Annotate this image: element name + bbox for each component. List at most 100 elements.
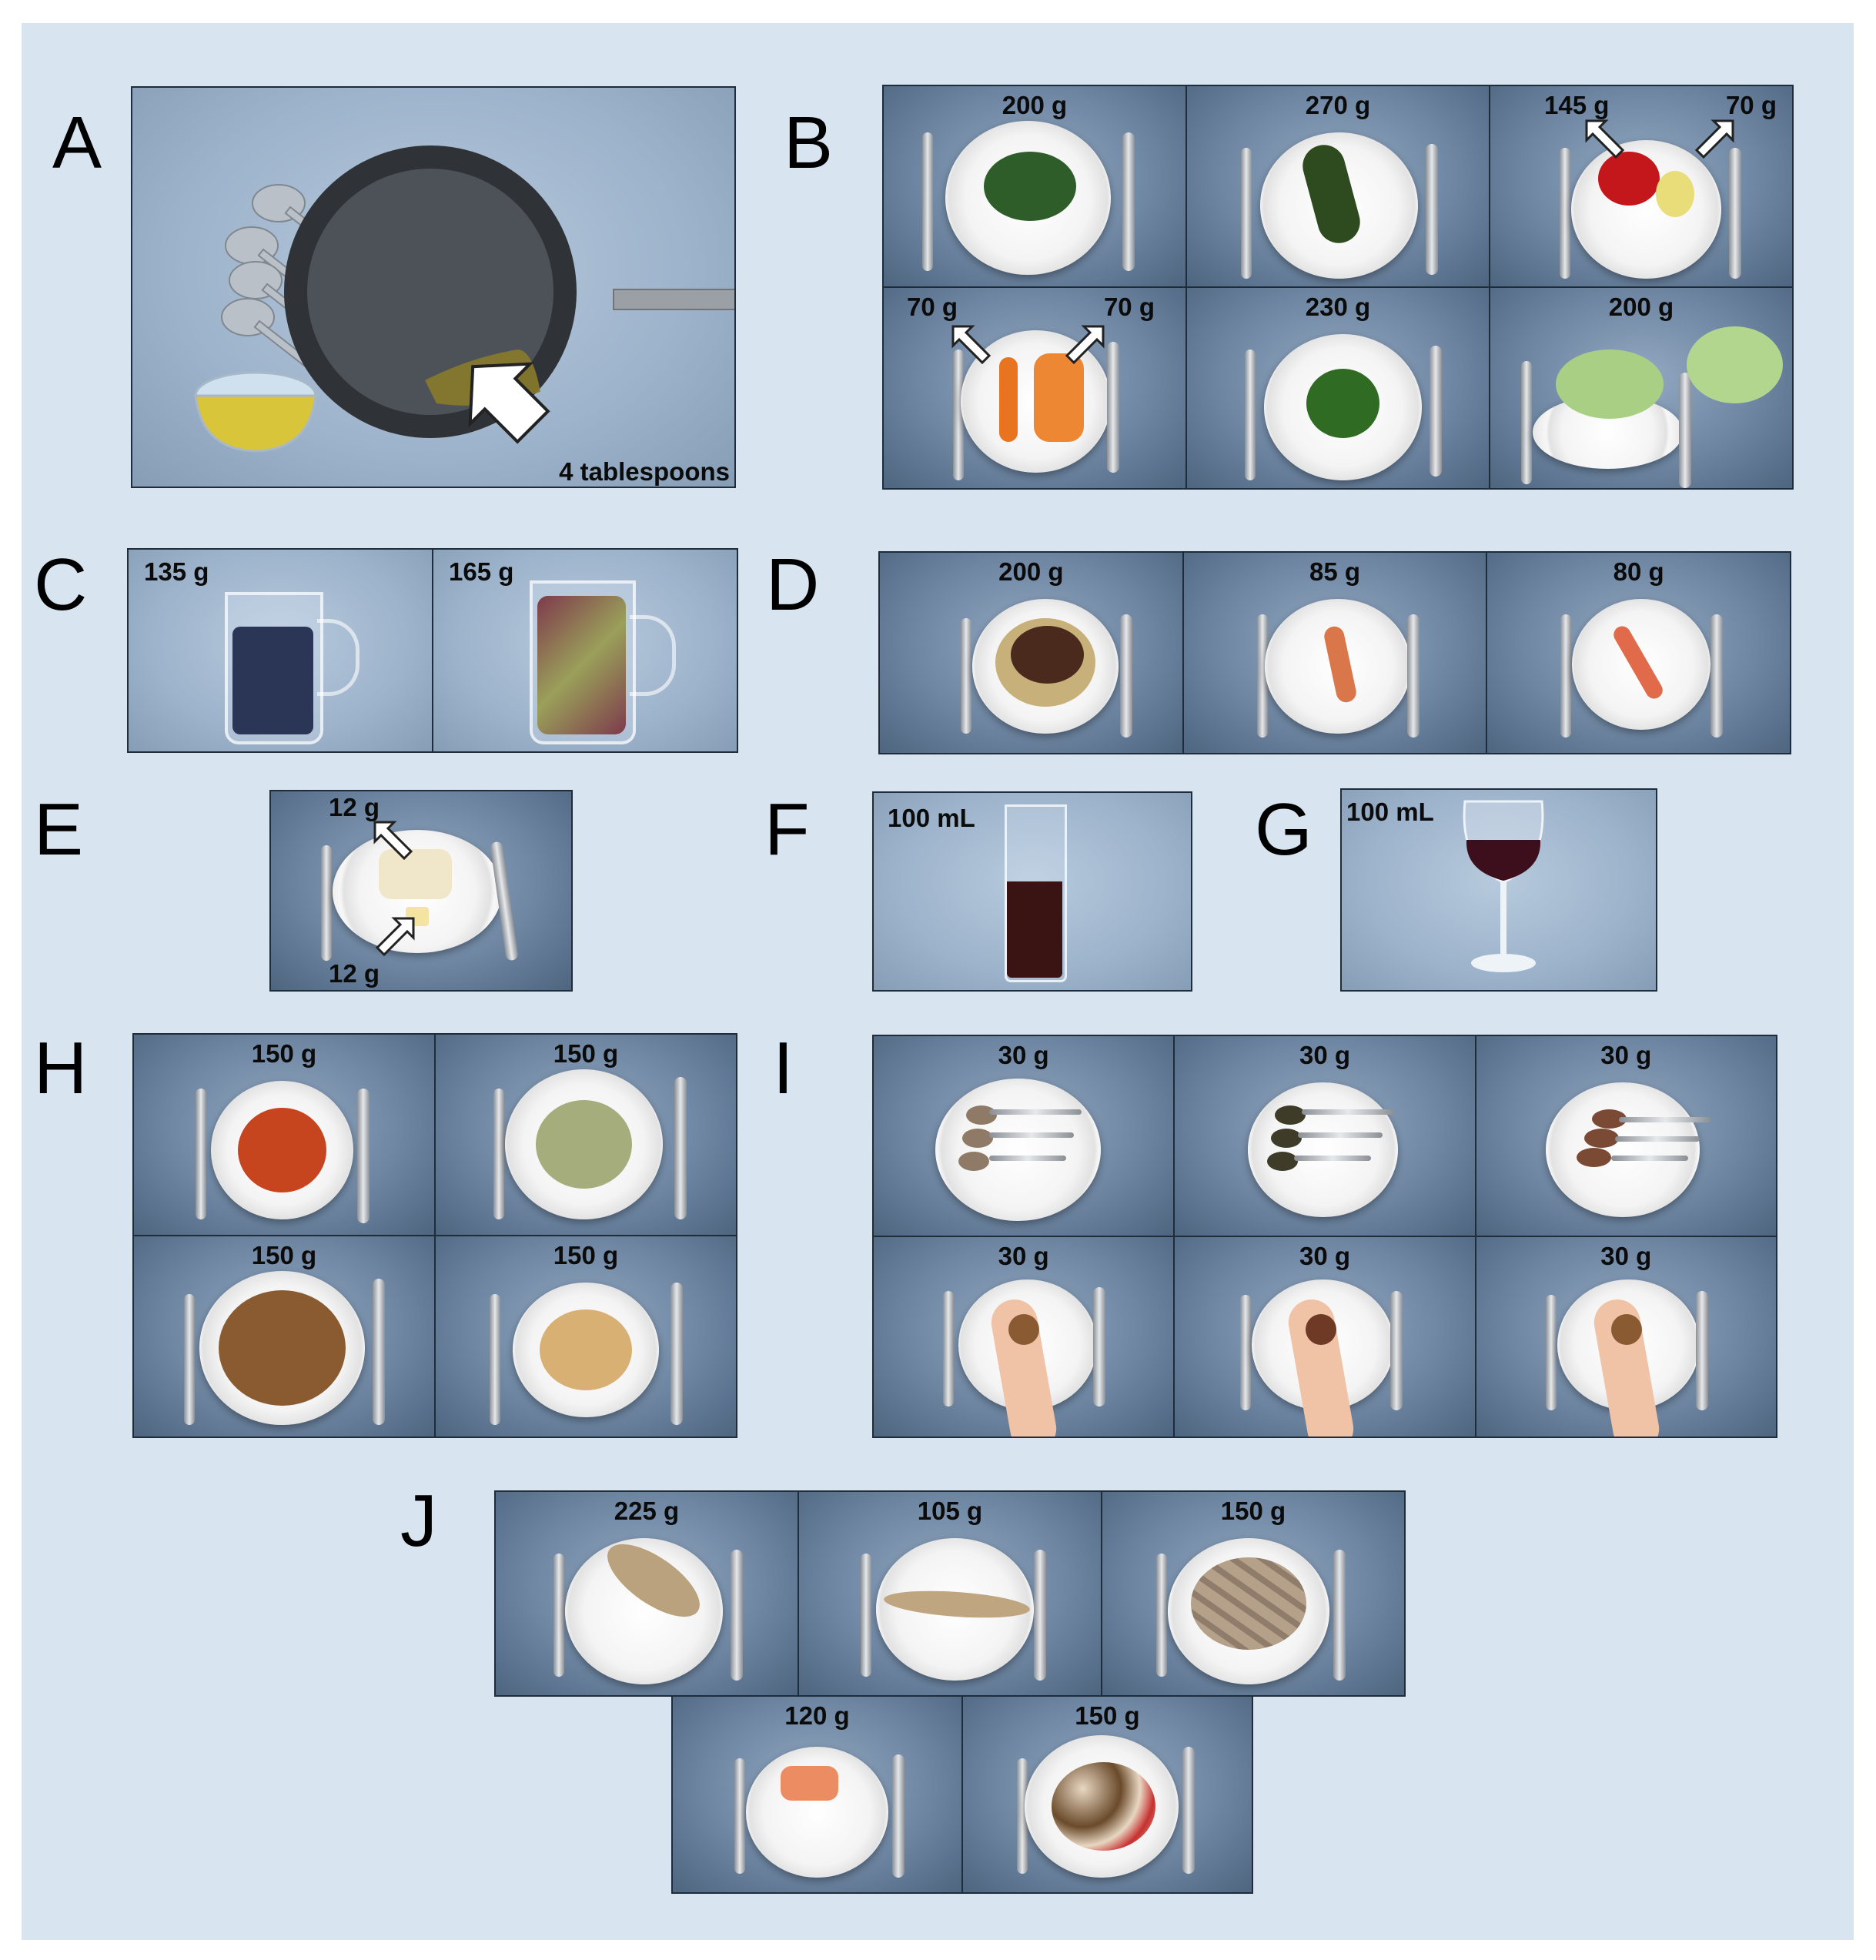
plate (1248, 1082, 1399, 1217)
panel-d-cell-3-label: 80 g (1613, 557, 1664, 586)
spoon-handle (1618, 1117, 1711, 1122)
mug-handle (630, 615, 676, 696)
knife-icon (1120, 614, 1132, 738)
broccoli-food (1306, 369, 1379, 438)
panel-a-photo: 4 tablespoons (131, 86, 736, 488)
panel-j-top-grid: 225 g 105 g 150 g (494, 1490, 1406, 1697)
seeds-food (962, 1129, 993, 1148)
knife-icon (892, 1754, 905, 1878)
spoon-handle (1614, 1136, 1700, 1142)
seeds-food (958, 1152, 989, 1171)
knife-icon (1122, 132, 1135, 271)
panel-letter-i: I (773, 1027, 794, 1109)
panel-h-cell-4-label: 150 g (553, 1241, 619, 1269)
red-pepper-food (1598, 152, 1660, 206)
meat-food (1011, 626, 1084, 684)
spinach-food (984, 152, 1076, 221)
plate (1545, 1082, 1700, 1217)
spoon-handle (989, 1156, 1066, 1161)
knife-icon (1333, 1550, 1346, 1681)
fork-icon (1240, 1295, 1252, 1410)
panel-h-cell-1-label: 150 g (251, 1039, 317, 1068)
panel-g-label: 100 mL (1346, 798, 1434, 826)
panel-letter-a: A (52, 102, 102, 184)
fork-icon (734, 1758, 745, 1874)
panel-j-cell-seafood: 150 g (963, 1697, 1252, 1892)
arrow-icon (951, 325, 992, 365)
panel-c-cell-1-label: 135 g (144, 557, 209, 586)
panel-e-photo: 12 g 12 g (269, 790, 573, 992)
panel-i-cell-3: 30 g (1476, 1036, 1776, 1236)
fork-icon (1256, 614, 1268, 738)
olive-oil-pan-illustration (194, 145, 734, 453)
panel-g-photo: 100 mL (1340, 788, 1657, 992)
panel-c-cell-blueberries: 135 g (129, 550, 432, 751)
panel-g-scene: 100 mL (1342, 790, 1656, 990)
panel-letter-d: D (766, 544, 820, 626)
panel-letter-j: J (400, 1480, 437, 1562)
fork-icon (961, 618, 971, 734)
panel-j-cell-3-label: 150 g (1220, 1497, 1286, 1525)
fork-icon (943, 1291, 954, 1406)
arrow-icon (1585, 119, 1625, 159)
panel-j-cell-1-label: 225 g (614, 1497, 680, 1525)
seeds-food (1583, 1129, 1619, 1148)
panel-i-cell-6: 30 g (1476, 1237, 1776, 1437)
spoon-handle (989, 1109, 1082, 1115)
panel-a-label: 4 tablespoons (559, 457, 730, 486)
panel-j-cell-4-label: 120 g (784, 1701, 850, 1730)
nuts-food (1008, 1314, 1039, 1345)
knife-icon (1406, 614, 1420, 738)
panel-j-bottom-grid: 120 g 150 g (671, 1695, 1253, 1894)
seafood-food (1052, 1762, 1155, 1851)
panel-i-cell-1-label: 30 g (998, 1041, 1049, 1069)
panel-i-cell-5-label: 30 g (1299, 1242, 1351, 1270)
panel-e-scene: 12 g 12 g (271, 791, 571, 990)
panel-letter-g: G (1255, 788, 1313, 871)
fork-icon (922, 132, 933, 271)
panel-i-cell-4: 30 g (874, 1237, 1174, 1437)
panel-j-cell-5-label: 150 g (1075, 1701, 1140, 1730)
bread-food (379, 849, 452, 899)
fork-icon (1521, 361, 1532, 484)
spoon-handle (1610, 1156, 1688, 1161)
panel-j-cell-mackerel: 105 g (799, 1492, 1101, 1695)
knife-icon (1034, 1550, 1046, 1681)
nuts-food (1306, 1314, 1337, 1345)
knife-icon (1710, 614, 1724, 738)
knife-icon (1093, 1287, 1105, 1406)
panel-b-grid: 200 g 270 g 145 g 70 g 70 g 70 g 230 g (882, 85, 1794, 490)
panel-b-cell-6-label: 200 g (1608, 293, 1674, 321)
arrow-icon (1065, 325, 1105, 365)
spoon-handle (1302, 1109, 1395, 1115)
fork-icon (1245, 350, 1256, 480)
seeds-food (1275, 1105, 1306, 1125)
panel-b-cell-carrots: 70 g 70 g (884, 288, 1185, 488)
knife-icon (1679, 373, 1691, 488)
red-beans-food (238, 1108, 326, 1192)
salmon-food (781, 1766, 838, 1801)
spoon-handle (1298, 1132, 1383, 1138)
panel-i-cell-3-label: 30 g (1600, 1041, 1652, 1069)
panel-d-grid: 200 g 85 g 80 g (878, 551, 1791, 754)
seeds-food (1267, 1152, 1299, 1171)
fork-icon (1241, 148, 1252, 279)
panel-e-label-bottom: 12 g (329, 959, 380, 988)
panel-h-grid: 150 g 150 g 150 g 150 g (132, 1033, 737, 1438)
panel-h-cell-red-beans: 150 g (134, 1035, 434, 1235)
spoon-handle (1294, 1156, 1372, 1161)
panel-d-cell-sausage-2: 80 g (1487, 553, 1790, 753)
panel-i-cell-2-label: 30 g (1299, 1041, 1351, 1069)
panel-i-cell-5: 30 g (1175, 1237, 1475, 1437)
panel-h-cell-3-label: 150 g (251, 1241, 317, 1269)
panel-j-cell-salmon: 120 g (673, 1697, 961, 1892)
panel-letter-f: F (764, 788, 810, 871)
panel-i-cell-2: 30 g (1175, 1036, 1475, 1236)
fork-icon (1560, 148, 1570, 279)
panel-d-cell-1-label: 200 g (998, 557, 1064, 586)
panel-b-cell-broccoli: 230 g (1187, 288, 1489, 488)
panel-j-cell-sardines: 150 g (1102, 1492, 1404, 1695)
panel-h-cell-chickpeas: 150 g (436, 1236, 736, 1437)
carrot-food (999, 357, 1018, 442)
spoon-handle (989, 1132, 1074, 1138)
